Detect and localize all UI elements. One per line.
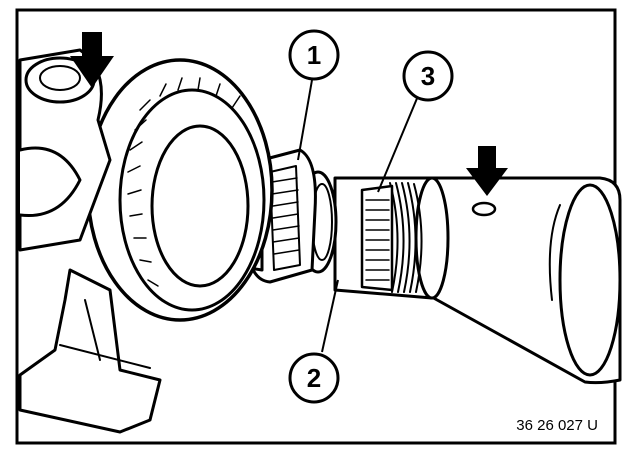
- mounting-bracket: [18, 268, 162, 434]
- universal-joint-yoke: [18, 48, 112, 252]
- drive-shaft-tube: [428, 176, 622, 385]
- threaded-section: [333, 176, 497, 300]
- grease-hole: [471, 201, 497, 217]
- callout-3: 3: [402, 50, 454, 102]
- down-arrow-icon: [70, 32, 114, 88]
- callout-2-label: 2: [307, 363, 321, 393]
- callout-3-label: 3: [421, 61, 435, 91]
- leader-line-1: [297, 79, 313, 161]
- leader-line-3: [377, 95, 419, 193]
- callout-1: 1: [288, 29, 340, 81]
- leader-line-2: [321, 279, 339, 353]
- figure-reference-code: 36 26 027 U: [516, 417, 598, 434]
- down-arrow-icon: [466, 146, 508, 196]
- needle-bearing-3: [360, 184, 394, 292]
- callout-2: 2: [288, 352, 340, 404]
- center-bearing-housing: [86, 58, 274, 322]
- callout-1-label: 1: [307, 40, 321, 70]
